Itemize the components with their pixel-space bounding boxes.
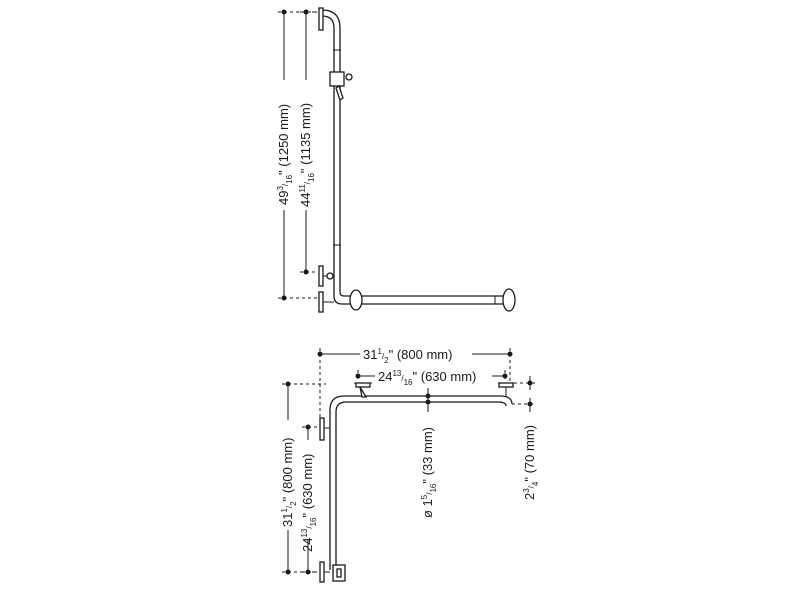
top-view: 311/2" (800 mm) 2413/16" (630 mm) 311/2"	[280, 347, 540, 583]
l-bar	[319, 382, 514, 583]
dimension-width-inner: 2413/16" (630 mm)	[355, 369, 508, 387]
vertical-bar	[318, 7, 341, 280]
dimension-overall-height: 493/16" (1250 mm)	[276, 9, 318, 301]
dim-depth-inner-label: 2413/16" (630 mm)	[300, 454, 318, 552]
dimension-projection: 23/4" (70 mm)	[512, 376, 540, 500]
dim-depth-overall-label: 311/2" (800 mm)	[280, 438, 298, 527]
dim-overall-height-label: 493/16" (1250 mm)	[276, 104, 294, 205]
dimension-diameter: ø 15/16" (33 mm)	[420, 388, 438, 518]
dim-inner-height-label: 4411/16" (1135 mm)	[298, 103, 316, 207]
dim-width-inner-label: 2413/16" (630 mm)	[378, 369, 476, 387]
mid-flange	[318, 265, 334, 287]
dimension-depth-inner: 2413/16" (630 mm)	[300, 424, 318, 575]
dim-width-overall-label: 311/2" (800 mm)	[363, 347, 452, 365]
dim-diameter-label: ø 15/16" (33 mm)	[420, 427, 438, 518]
front-view: 493/16" (1250 mm) 4411/16" (1135 mm)	[276, 7, 516, 313]
dimension-depth-overall: 311/2" (800 mm)	[280, 381, 326, 575]
shower-holder	[329, 71, 353, 102]
dim-projection-label: 23/4" (70 mm)	[522, 425, 540, 500]
dimension-inner-height: 4411/16" (1135 mm)	[298, 9, 318, 275]
horizontal-bar	[318, 280, 516, 313]
